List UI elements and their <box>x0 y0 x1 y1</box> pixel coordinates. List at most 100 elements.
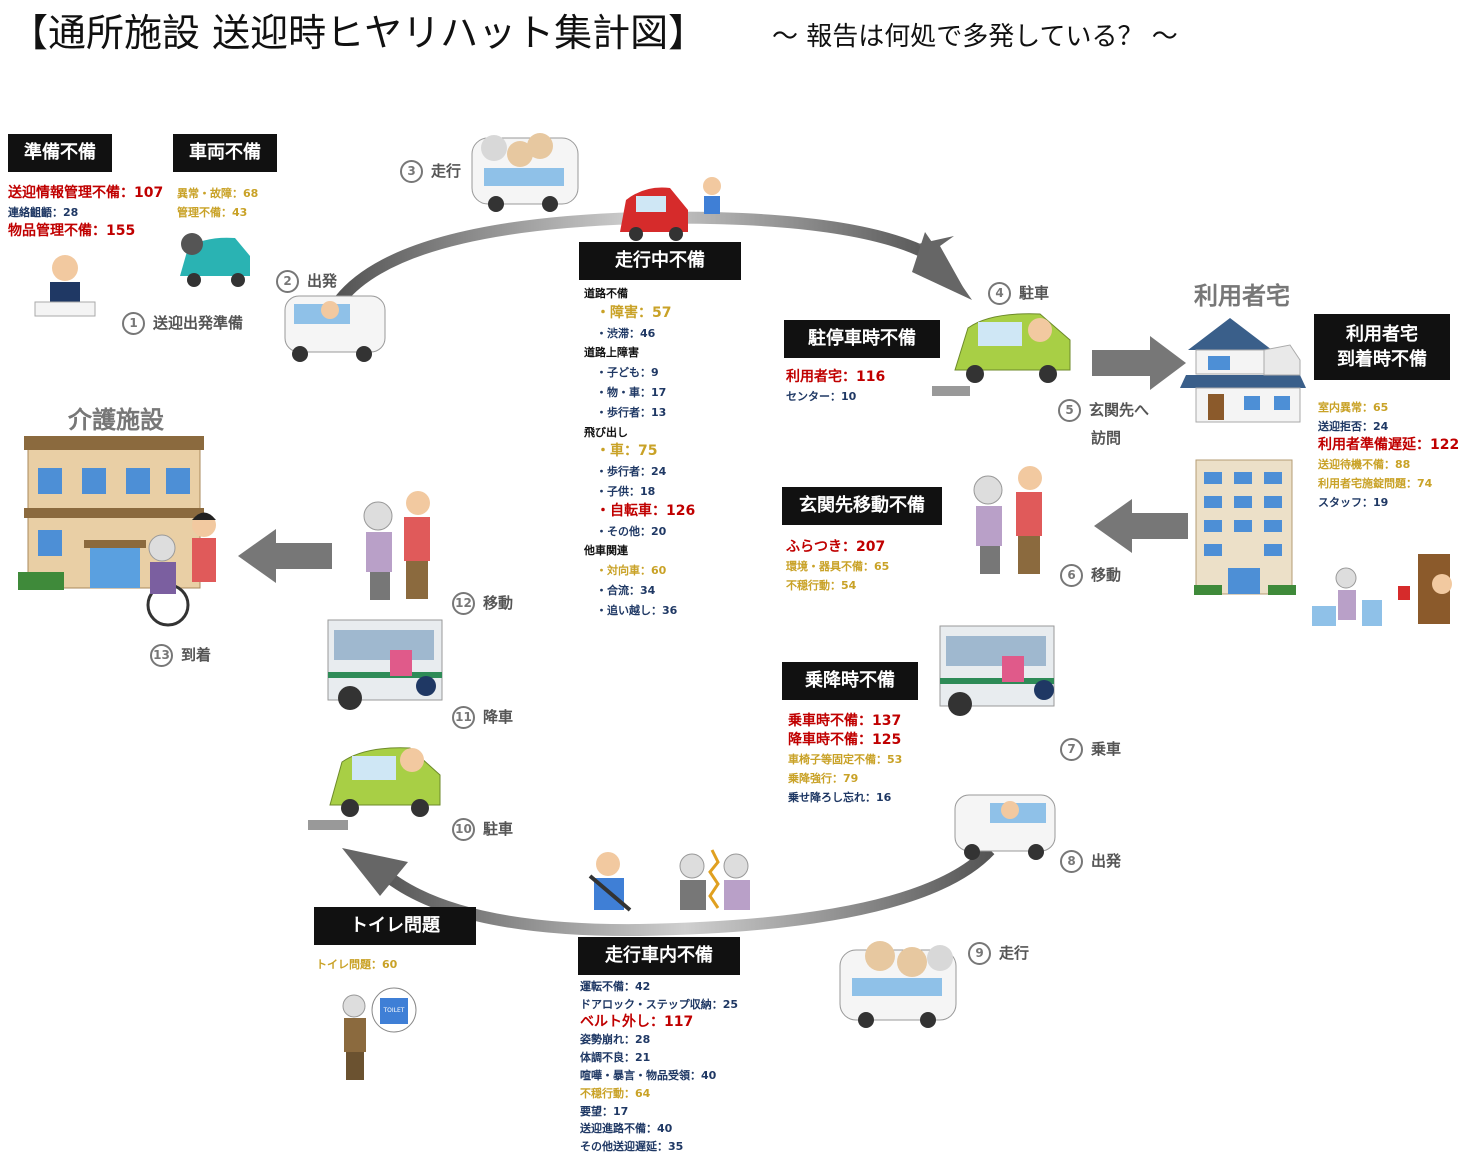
step-2: 2 出発 <box>276 270 337 293</box>
step-9: 9 走行 <box>968 942 1029 965</box>
step-number: 4 <box>988 282 1011 305</box>
step-number: 9 <box>968 942 991 965</box>
user-home-illustration <box>1180 318 1306 423</box>
page-title: 【通所施設 送迎時ヒヤリハット集計図】 <box>10 11 707 55</box>
entrance-item: ふらつき：207 <box>786 539 886 555</box>
seatbelt-illustration <box>588 852 632 912</box>
place-home: 利用者宅 <box>1194 282 1290 310</box>
driving-item: ・歩行者：24 <box>596 465 667 479</box>
driving-group-name: 飛び出し <box>584 425 628 439</box>
vehicle-item: 異常・故障：68 <box>177 187 259 200</box>
boarding-header: 乗降時不備 <box>782 662 918 700</box>
step-label: 走行 <box>999 944 1030 962</box>
step-label: 玄関先へ <box>1089 401 1150 419</box>
driving-header: 走行中不備 <box>579 242 741 280</box>
step-5: 5 玄関先へ訪問 <box>1058 396 1149 452</box>
incar-item: ベルト外し：117 <box>580 1013 694 1030</box>
incar-item: 姿勢崩れ：28 <box>580 1033 651 1047</box>
walking-assist-step12-illustration <box>363 491 430 600</box>
entrance-list: ふらつき：207 環境・器具不備：65 不穏行動：54 <box>786 538 889 595</box>
incar-item: 体調不良：21 <box>580 1051 651 1065</box>
step-4: 4 駐車 <box>988 282 1049 305</box>
van-step9-illustration <box>839 941 957 1028</box>
driving-group-name: 道路不備 <box>584 287 628 300</box>
arrow-to-home <box>1092 336 1186 390</box>
arrival-item: 送迎拒否：24 <box>1318 420 1389 433</box>
entrance-header: 玄関先移動不備 <box>782 487 942 525</box>
van-step8-illustration <box>954 794 1056 860</box>
parking-header: 駐停車時不備 <box>784 320 940 358</box>
step-number: 8 <box>1060 850 1083 873</box>
driving-item: ・歩行者：13 <box>596 405 667 419</box>
step-label: 移動 <box>1091 566 1122 584</box>
step-label: 駐車 <box>1019 284 1050 302</box>
arrival-header-line2: 到着時不備 <box>1337 349 1427 370</box>
arrival-list: 室内異常：65 送迎拒否：24 利用者準備遅延：122 送迎待機不備：88 利用… <box>1318 398 1459 512</box>
arrow-from-home <box>1094 499 1188 553</box>
vehicle-header: 車両不備 <box>173 134 277 172</box>
driving-item: ・車：75 <box>596 443 658 460</box>
arrival-item: 室内異常：65 <box>1318 401 1389 414</box>
van-step3-illustration <box>471 133 579 212</box>
arrival-item: 利用者宅施錠問題：74 <box>1318 477 1433 490</box>
parking-list: 利用者宅：116 センター：10 <box>786 368 885 406</box>
boarding-item: 乗せ降ろし忘れ：16 <box>788 791 892 804</box>
step-label: 降車 <box>483 708 514 726</box>
entrance-item: 環境・器具不備：65 <box>786 560 890 573</box>
bus-step11-illustration <box>327 619 443 710</box>
arrival-item: スタッフ：19 <box>1318 496 1389 509</box>
prep-list: 送迎情報管理不備：107 連絡齟齬：28 物品管理不備：155 <box>8 184 163 241</box>
driving-item: ・自転車：126 <box>596 502 696 519</box>
bottom-flow-arrow <box>342 845 995 937</box>
quarrel-illustration <box>679 849 750 910</box>
toilet-list: トイレ問題：60 <box>316 955 397 974</box>
incar-header: 走行車内不備 <box>578 937 740 975</box>
incar-item: ドアロック・ステップ収納：25 <box>580 997 739 1011</box>
red-car-child-illustration <box>620 177 721 241</box>
arrival-header-line1: 利用者宅 <box>1346 323 1418 345</box>
step-number: 2 <box>276 270 299 293</box>
car-step10-illustration <box>308 747 441 830</box>
step-label: 駐車 <box>483 820 514 838</box>
incar-item: その他送迎遅延：35 <box>580 1140 684 1154</box>
toilet-item: トイレ問題：60 <box>316 958 398 971</box>
step-number: 1 <box>122 312 145 335</box>
driving-item: ・障害：57 <box>596 304 672 321</box>
confused-elderly-illustration <box>1312 554 1452 626</box>
driving-item: ・物・車：17 <box>596 385 667 399</box>
boarding-list: 乗車時不備：137 降車時不備：125 車椅子等固定不備：53 乗降強行：79 … <box>788 712 902 807</box>
step-label: 走行 <box>431 162 462 180</box>
broken-car-illustration <box>180 233 250 287</box>
care-facility-illustration <box>18 436 216 627</box>
step-label: 到着 <box>181 646 212 664</box>
driving-item: ・子供：18 <box>596 484 656 498</box>
step-label: 送迎出発準備 <box>153 314 244 332</box>
bus-step7-illustration <box>939 625 1055 716</box>
car-step4-illustration <box>932 313 1071 396</box>
boarding-item: 車椅子等固定不備：53 <box>788 753 903 766</box>
step-number: 7 <box>1060 738 1083 761</box>
prep-item: 送迎情報管理不備：107 <box>8 185 164 201</box>
incar-item: 喧嘩・暴言・物品受領：40 <box>580 1068 717 1082</box>
step-label: 出発 <box>307 272 338 290</box>
step-label: 乗車 <box>1091 740 1122 758</box>
step-label: 移動 <box>483 594 514 612</box>
step-number: 5 <box>1058 399 1081 422</box>
driving-item: ・対向車：60 <box>596 564 667 578</box>
parking-item: センター：10 <box>786 390 857 403</box>
driving-group-name: 他車関連 <box>584 544 628 558</box>
step-number: 10 <box>452 818 475 841</box>
vehicle-item: 管理不備：43 <box>177 206 248 219</box>
incar-item: 要望：17 <box>580 1104 629 1118</box>
step-label-line2: 訪問 <box>1091 429 1122 447</box>
driving-item: ・追い越し：36 <box>596 603 678 617</box>
incar-item: 運転不備：42 <box>580 980 651 993</box>
vehicle-list: 異常・故障：68 管理不備：43 <box>177 184 258 222</box>
driving-item: ・合流：34 <box>596 583 656 597</box>
apartment-illustration <box>1194 459 1296 595</box>
arrow-to-facility <box>238 529 332 583</box>
